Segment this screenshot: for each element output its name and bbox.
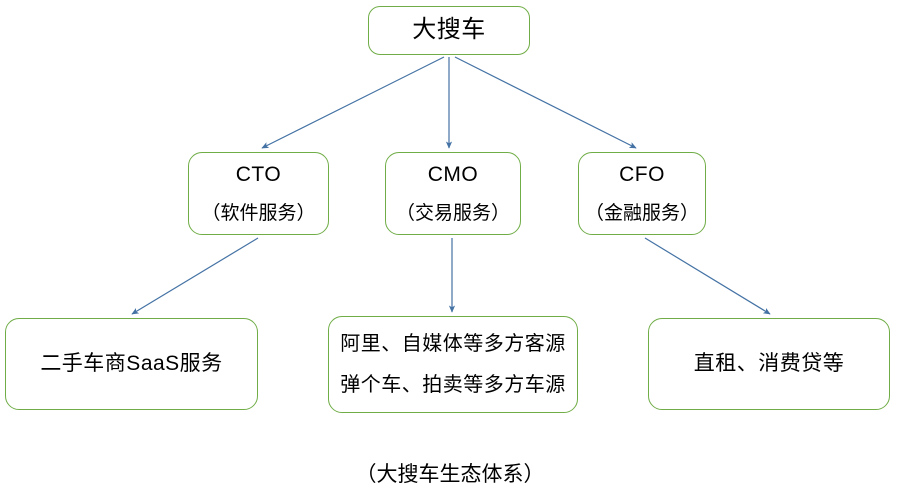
node-finance-label: 直租、消费贷等 — [693, 351, 845, 375]
node-cfo-subtitle: （金融服务） — [584, 202, 699, 224]
node-cmo[interactable]: CMO （交易服务） — [385, 152, 521, 235]
node-cfo[interactable]: CFO （金融服务） — [578, 152, 706, 235]
node-saas-label: 二手车商SaaS服务 — [40, 351, 223, 375]
diagram-caption: （大搜车生态体系） — [355, 463, 545, 486]
node-root-company[interactable]: 大搜车 — [368, 6, 530, 55]
node-cmo-title: CMO — [427, 162, 479, 186]
edge-root-cto — [261, 56, 445, 149]
node-saas-service[interactable]: 二手车商SaaS服务 — [5, 318, 258, 410]
node-finance-products[interactable]: 直租、消费贷等 — [648, 318, 890, 410]
node-cto-subtitle: （软件服务） — [201, 202, 316, 224]
node-cto-title: CTO — [235, 162, 282, 186]
node-cto[interactable]: CTO （软件服务） — [188, 152, 329, 235]
node-cmo-subtitle: （交易服务） — [395, 202, 510, 224]
node-supply-line2: 弹个车、拍卖等多方车源 — [340, 373, 566, 396]
node-supply-channels[interactable]: 阿里、自媒体等多方客源 弹个车、拍卖等多方车源 — [328, 316, 578, 413]
node-supply-line1: 阿里、自媒体等多方客源 — [340, 332, 566, 355]
edge-root-cfo — [454, 56, 637, 149]
edge-cto-saas — [131, 237, 259, 315]
node-cfo-title: CFO — [619, 162, 665, 186]
node-root-label: 大搜车 — [412, 16, 486, 44]
edge-cfo-finance — [644, 237, 771, 315]
